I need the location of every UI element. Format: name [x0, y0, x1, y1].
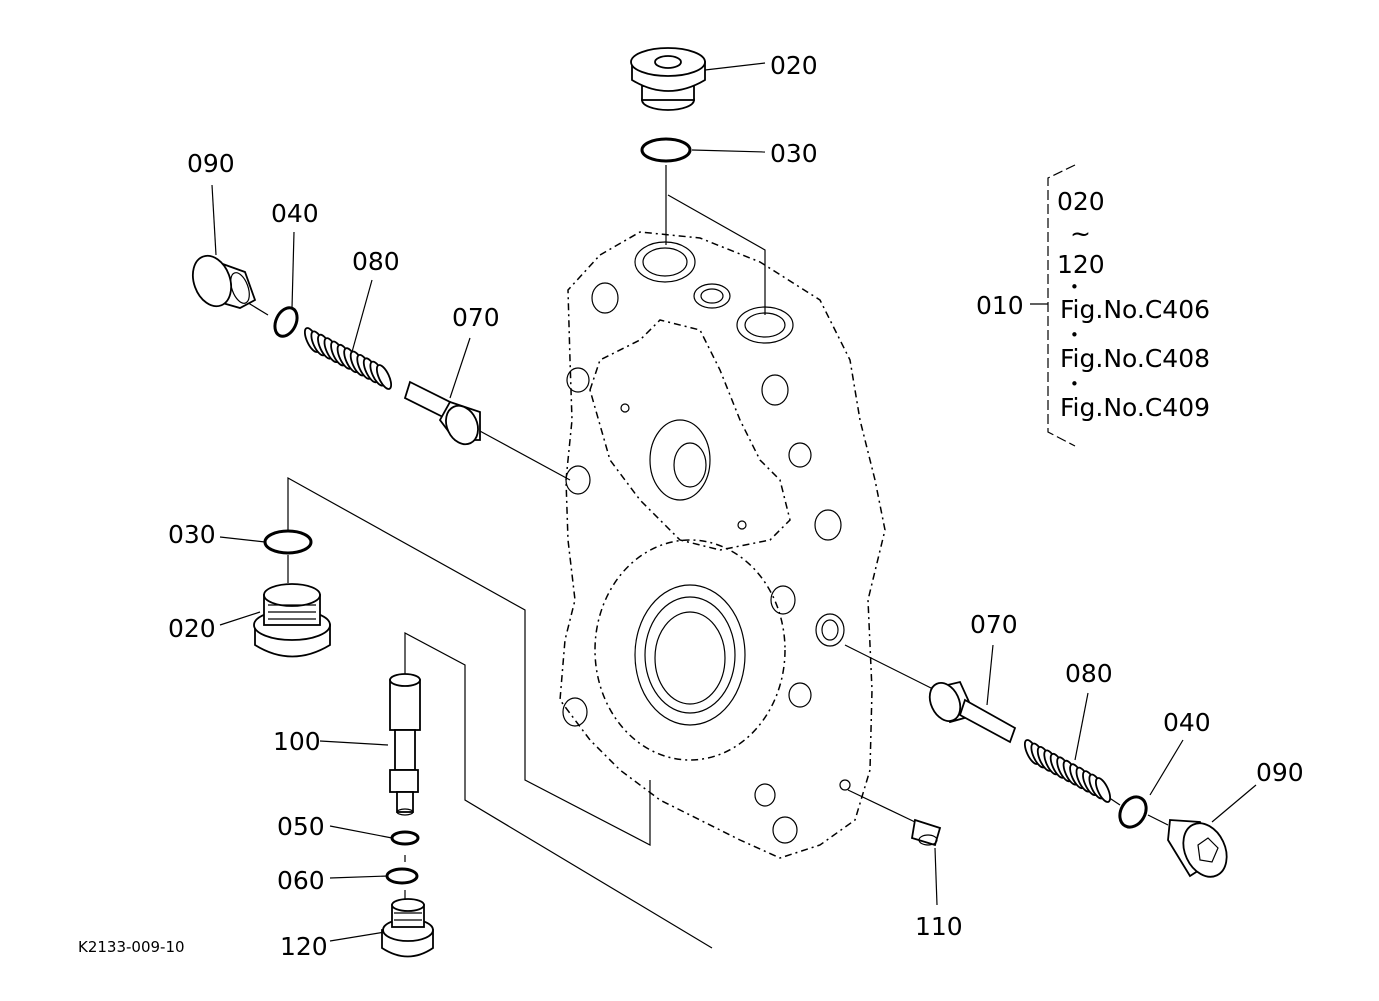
callout-040-left: 040 [271, 199, 319, 228]
poppet-070-left [403, 380, 481, 446]
spring-080-left [303, 327, 393, 390]
callout-120: 120 [280, 932, 328, 961]
oring-060 [385, 867, 419, 885]
note-bullet-2: • [1070, 326, 1079, 344]
callout-050: 050 [277, 812, 325, 841]
spring-080-right [1023, 739, 1112, 803]
oring-040-left [273, 306, 299, 338]
callout-040-right: 040 [1163, 708, 1211, 737]
callout-080-left: 080 [352, 247, 400, 276]
note-tilde: ~ [1070, 219, 1091, 248]
note-fig-c409: Fig.No.C409 [1060, 393, 1210, 422]
callout-010: 010 [976, 291, 1024, 320]
callout-110: 110 [915, 912, 963, 941]
plug-020-mid [253, 583, 331, 658]
oring-040-right [1118, 795, 1148, 829]
note-fig-c408: Fig.No.C408 [1060, 344, 1210, 373]
set-screw-110 [910, 818, 942, 847]
assembly-bracket [1047, 164, 1076, 447]
callout-090-right: 090 [1256, 758, 1304, 787]
callout-070-right: 070 [970, 610, 1018, 639]
note-bullet-3: • [1070, 375, 1079, 393]
callout-labels: 020 030 090 040 080 070 030 020 100 050 … [168, 51, 1304, 961]
callout-100: 100 [273, 727, 321, 756]
leader-lines [211, 62, 1257, 949]
valve-housing [559, 231, 886, 859]
callout-020-mid: 020 [168, 614, 216, 643]
note-fig-c406: Fig.No.C406 [1060, 295, 1210, 324]
assembly-note: 020 ~ 120 • Fig.No.C406 • Fig.No.C408 • … [1057, 187, 1210, 422]
callout-020-top: 020 [770, 51, 818, 80]
callout-060: 060 [277, 866, 325, 895]
plug-090-left [191, 254, 257, 309]
note-range-start: 020 [1057, 187, 1105, 216]
callout-070-left: 070 [452, 303, 500, 332]
poppet-070-right [928, 680, 1017, 744]
callout-090-left: 090 [187, 149, 235, 178]
plug-090-right [1167, 819, 1228, 878]
callout-030-top: 030 [770, 139, 818, 168]
drawing-code: K2133-009-10 [78, 938, 185, 956]
callout-080-right: 080 [1065, 659, 1113, 688]
spool-100 [389, 673, 421, 816]
oring-030-mid [263, 529, 313, 555]
plug-120-bottom [381, 898, 434, 958]
oring-050 [390, 830, 420, 846]
oring-030-top [640, 137, 692, 163]
note-bullet-1: • [1070, 278, 1079, 296]
callout-030-mid: 030 [168, 520, 216, 549]
note-range-end: 120 [1057, 250, 1105, 279]
plug-020-top [630, 47, 706, 111]
